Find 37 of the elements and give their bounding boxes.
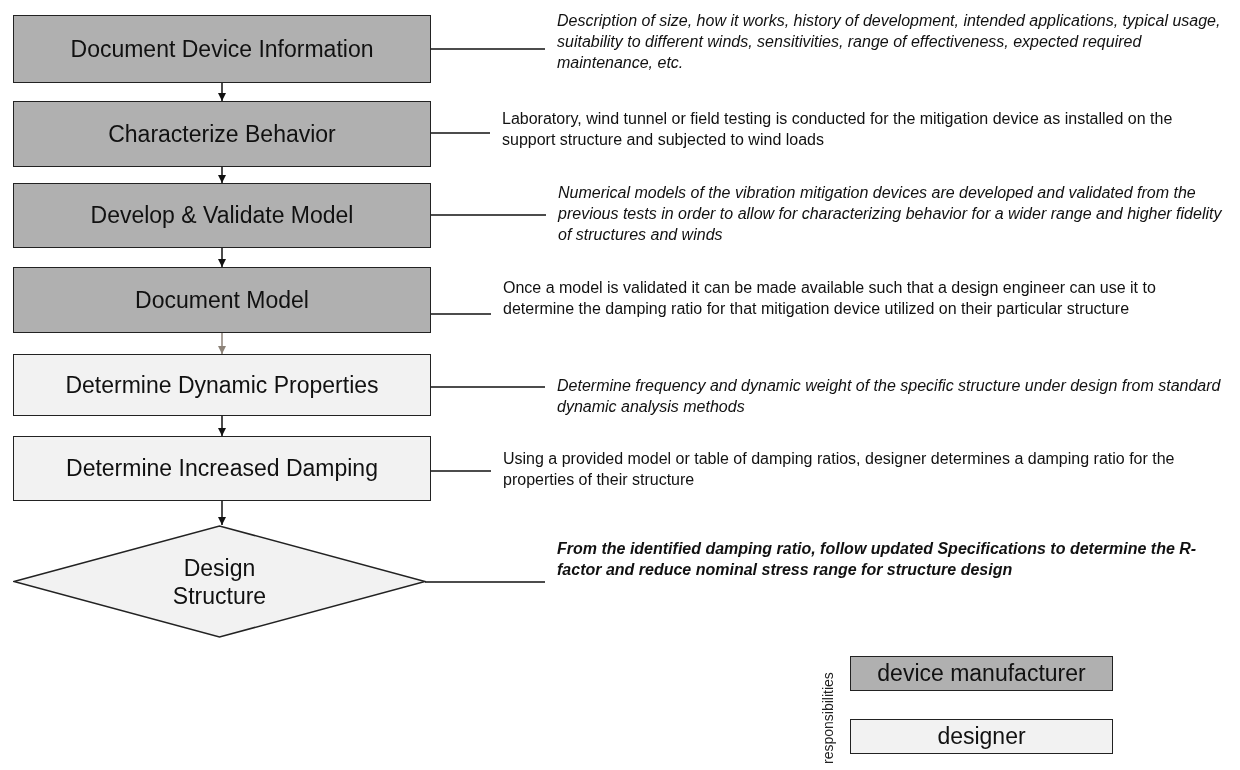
leader-line <box>424 581 546 583</box>
description-text: Using a provided model or table of damping ratios, designer determines a damping ratio for the properties of their structure <box>491 448 1191 492</box>
step-label: Characterize Behavior <box>108 120 336 148</box>
description-text: Numerical models of the vibration mitigation devices are developed and validated from the previous tests in order to allow for characterizing behavior for a wider range and higher fidelity of structures and winds <box>546 182 1236 248</box>
process-box <box>13 267 431 333</box>
legend-label: device manufacturer <box>877 660 1086 687</box>
legend-label: designer <box>937 723 1026 750</box>
arrow <box>218 82 226 102</box>
process-box <box>13 354 431 416</box>
leader-line <box>430 313 492 315</box>
step-label: Develop & Validate Model <box>90 202 354 229</box>
process-box <box>13 101 431 167</box>
step-label: Document Model <box>135 286 309 314</box>
leader-line <box>430 386 546 388</box>
leader-line <box>430 470 492 472</box>
description-text: Once a model is validated it can be made available such that a design engineer can use it to determine the damping ratio for that mitigation device utilized on their particular structure <box>491 277 1191 343</box>
description-text: Determine frequency and dynamic weight of the specific structure under design from standard dynamic analysis methods <box>545 375 1235 419</box>
arrow <box>218 415 226 437</box>
description-text: Laboratory, wind tunnel or field testing is conducted for the mitigation device as installed on the support structure and subjected to wind loads <box>490 108 1190 152</box>
step-label: Document Device Information <box>70 35 374 63</box>
legend-title: responsibilities <box>820 672 836 764</box>
decision-label: Design Structure <box>171 553 268 610</box>
process-box <box>13 183 431 248</box>
arrow <box>218 166 226 184</box>
process-box <box>13 436 431 501</box>
arrow <box>218 247 226 268</box>
leader-line <box>430 214 547 216</box>
leader-line <box>430 132 491 134</box>
step-label: Determine Increased Damping <box>66 455 378 482</box>
decision-diamond <box>13 525 426 638</box>
arrow <box>218 332 226 355</box>
step-label: Determine Dynamic Properties <box>65 371 379 399</box>
leader-line <box>430 48 546 50</box>
description-text: Description of size, how it works, history of development, intended applications, typical usage, suitability to different winds, sensitivities, range of effectiveness, expected required maintenance, etc. <box>545 10 1235 76</box>
process-box <box>13 15 431 83</box>
description-text: From the identified damping ratio, follow updated Specifications to determine the R-factor and reduce nominal stress range for structure design <box>545 538 1205 604</box>
arrow <box>218 500 226 526</box>
